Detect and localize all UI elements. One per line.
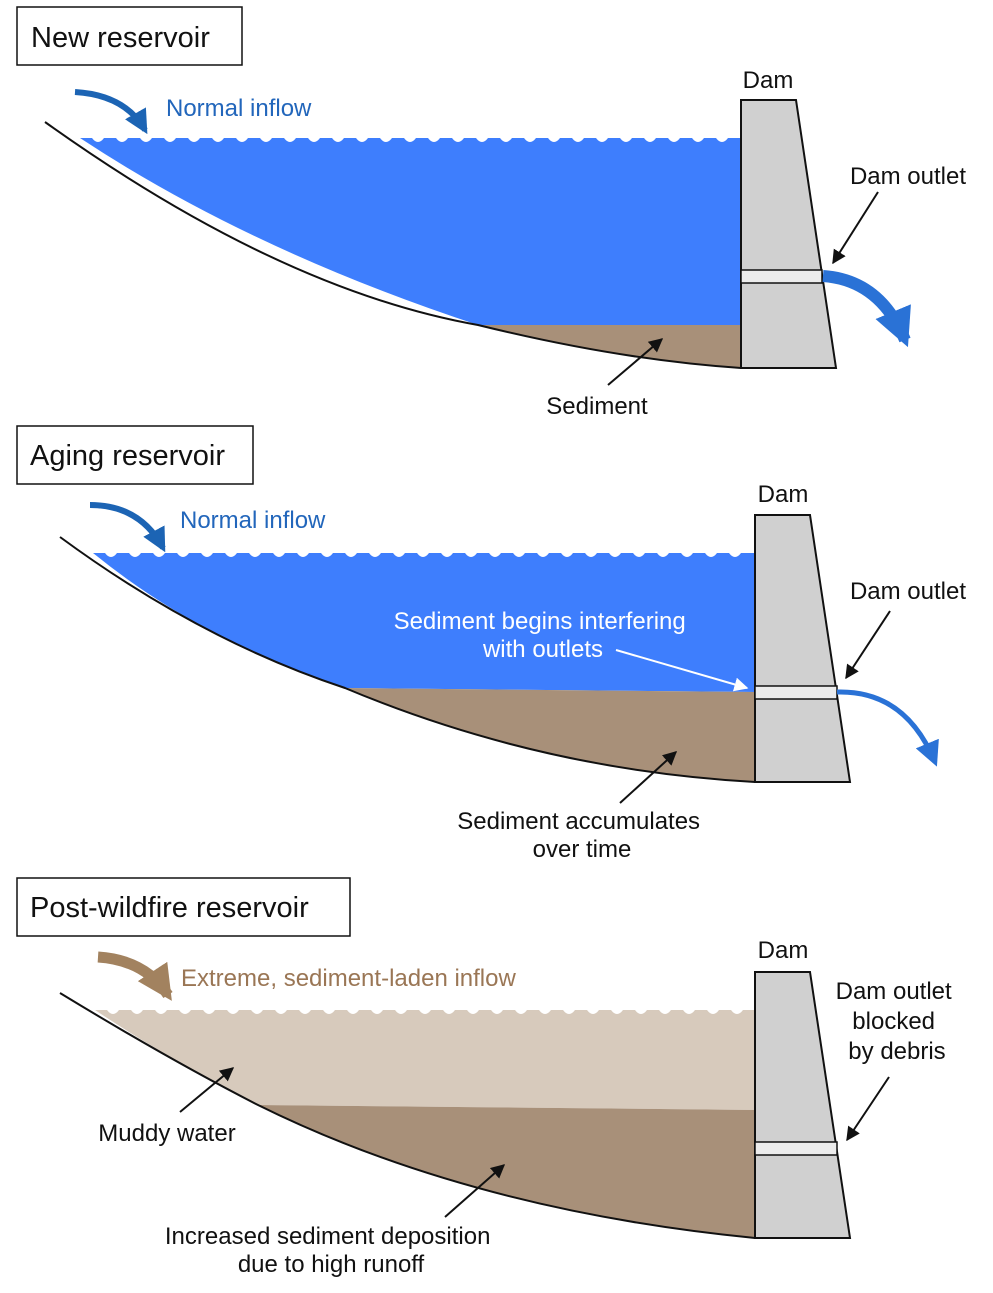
dam [740,99,838,369]
outlet-label-line: Dam outlet [850,163,966,190]
outlet-pointer-arrow [846,1076,890,1142]
panel-title: New reservoir [31,22,210,54]
sediment-layer [478,325,741,368]
inflow-label: Normal inflow [166,95,312,122]
sediment-label-line: due to high runoff [238,1251,425,1278]
sediment-label-line: Sediment accumulates [457,808,700,835]
dam-label: Dam [758,481,809,508]
sediment-layer [258,1105,755,1238]
panel-new-reservoir: New reservoir Dam Normal inflow Dam outl… [16,6,966,420]
inflow-arrow [74,89,148,135]
outlet-label-line: Dam outlet [836,978,952,1005]
outlet-label: Dam outlet [850,163,966,190]
sediment-pointer-arrow [607,338,664,386]
outlet-label-line: by debris [848,1038,945,1065]
sediment-pointer-arrow [444,1164,506,1218]
dam-outlet-blocked [754,1141,838,1156]
outlet-label: Dam outlet blocked by debris [836,978,959,1065]
sediment-label: Increased sediment deposition due to hig… [165,1223,497,1278]
water-body [93,553,755,692]
interference-label: Sediment begins interfering with outlets [394,608,693,663]
riverbed-line [44,121,742,369]
outlet-label-line: blocked [852,1008,935,1035]
sediment-label-line: Increased sediment deposition [165,1223,491,1250]
panel-title-box [16,425,254,485]
dam [754,514,852,783]
sediment-label-line: over time [533,836,632,863]
sediment-label-line: Sediment [546,393,648,420]
outflow-arrow [836,689,939,767]
inflow-arrow [89,502,166,553]
dam-outlet [754,685,838,700]
outlet-label-line: Dam outlet [850,578,966,605]
interference-label-line: with outlets [482,636,603,663]
panel-title-box [16,877,351,937]
sediment-label: Sediment [546,393,648,420]
inflow-label: Extreme, sediment-laden inflow [181,965,516,992]
water-surface-ripples [95,998,755,1014]
inflow-label: Normal inflow [180,507,326,534]
interference-pointer-arrow [615,649,749,692]
dam-label: Dam [758,937,809,964]
inflow-arrow [97,951,173,1001]
panel-title-box [16,6,243,66]
sediment-pointer-arrow [619,751,678,804]
water-body [80,138,741,325]
sediment-label: Sediment accumulates over time [457,808,706,863]
muddy-water-pointer-arrow [179,1067,235,1113]
muddy-water-body [95,1010,755,1110]
muddy-water-label: Muddy water [98,1120,235,1147]
panel-aging-reservoir: Aging reservoir Dam Normal inflow Dam ou… [16,425,966,863]
outflow-arrow [822,270,911,348]
outlet-pointer-arrow [832,191,879,265]
outlet-label: Dam outlet [850,578,966,605]
sediment-layer [345,688,755,782]
water-surface-ripples [80,126,741,142]
panel-title: Aging reservoir [30,440,225,472]
riverbed-line [59,992,756,1239]
water-surface-ripples [93,541,755,557]
outlet-pointer-arrow [845,610,891,680]
riverbed-line [59,536,756,783]
dam [754,971,852,1239]
dam-label: Dam [743,67,794,94]
panel-post-wildfire-reservoir: Post-wildfire reservoir Dam Extreme, sed… [16,877,959,1278]
panel-title: Post-wildfire reservoir [30,892,309,924]
dam-outlet [740,269,823,284]
interference-label-line: Sediment begins interfering [394,608,686,635]
